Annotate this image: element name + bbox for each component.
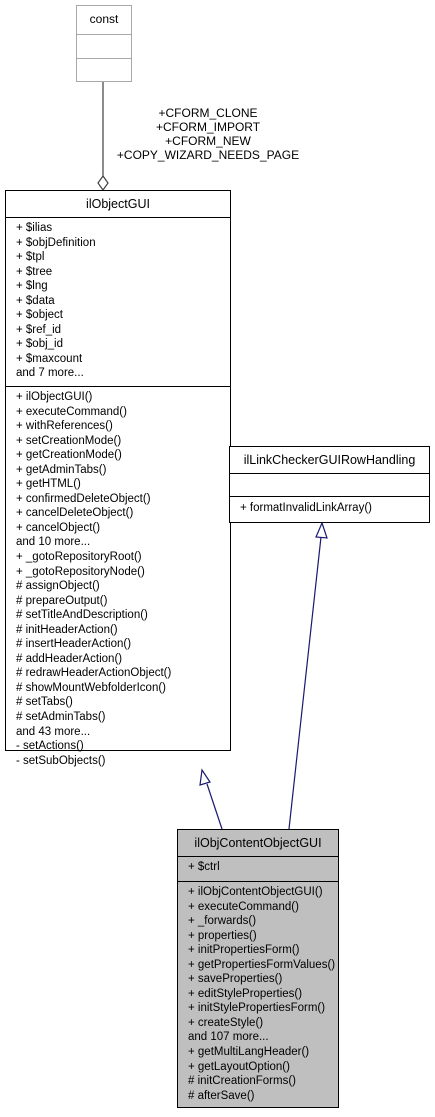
method: + _gotoRepositoryNode() (16, 565, 145, 578)
method: + getCreationMode() (16, 449, 122, 462)
class-methods: + formatInvalidLinkArray() (230, 497, 429, 520)
method: - setSubObjects() (16, 754, 106, 767)
attribute: + $obj_id (16, 338, 63, 351)
method: + ilObjectGUI() (16, 391, 93, 403)
method-more: and 43 more... (16, 725, 91, 738)
inheritance-arrow-linkchecker (315, 521, 328, 539)
method: + confirmedDeleteObject() (16, 492, 151, 505)
class-attributes-empty (77, 35, 131, 59)
method: + executeCommand() (16, 405, 127, 418)
method: # setAdminTabs() (16, 711, 106, 724)
method: + getPropertiesFormValues() (188, 958, 336, 971)
class-title: ilLinkCheckerGUIRowHandling (230, 447, 429, 474)
class-methods-empty (77, 59, 131, 81)
class-box-illinkcheckerguirowhandling[interactable]: ilLinkCheckerGUIRowHandling + formatInva… (229, 446, 430, 523)
method: + _gotoRepositoryRoot() (16, 551, 142, 564)
method: + setCreationMode() (16, 434, 122, 447)
attribute: + $lng (16, 280, 48, 293)
inheritance-line-objectgui (206, 783, 223, 830)
method: + initStylePropertiesForm() (188, 1002, 326, 1015)
method: + withReferences() (16, 420, 113, 433)
method: # assignObject() (16, 580, 100, 593)
attribute: + $ctrl (188, 861, 220, 873)
method-more: and 107 more... (188, 1031, 269, 1044)
class-methods: + ilObjContentObjectGUI() + executeComma… (178, 882, 338, 1107)
method: - setActions() (16, 740, 84, 753)
method: + getLayoutOption() (188, 1060, 290, 1073)
attribute: + $ref_id (16, 323, 62, 336)
inheritance-line-linkchecker (288, 536, 322, 830)
method: + saveProperties() (188, 973, 283, 986)
class-attributes: + $ctrl (178, 857, 338, 882)
method: + cancelObject() (16, 521, 101, 534)
method: + editStyleProperties() (188, 987, 303, 1000)
method-more: and 10 more... (16, 536, 91, 549)
method: + initPropertiesForm() (188, 944, 300, 957)
method: + formatInvalidLinkArray() (240, 502, 372, 514)
attribute: + $objDefinition (16, 236, 96, 249)
composition-edge-label: +CFORM_CLONE +CFORM_IMPORT +CFORM_NEW +C… (104, 106, 312, 162)
method: + _forwards() (188, 915, 257, 928)
method: # addHeaderAction() (16, 652, 123, 665)
class-box-ilobjectgui[interactable]: ilObjectGUI + $ilias + $objDefinition + … (5, 190, 231, 767)
attribute: + $object (16, 309, 63, 322)
method: + executeCommand() (188, 900, 299, 913)
method: # setTabs() (16, 696, 73, 709)
edge-label-line: +CFORM_NEW (165, 134, 251, 148)
attribute: + $ilias (16, 222, 53, 234)
class-attributes: + $ilias + $objDefinition + $tpl + $tree… (6, 218, 230, 387)
class-box-ilobjcontentobjectgui[interactable]: ilObjContentObjectGUI + $ctrl + ilObjCon… (177, 829, 339, 1108)
method: + cancelDeleteObject() (16, 507, 134, 520)
inheritance-arrow-objectgui (199, 768, 211, 786)
class-box-const[interactable]: const (76, 5, 132, 82)
method: + properties() (188, 929, 257, 942)
method: + getMultiLangHeader() (188, 1046, 310, 1059)
method: + createStyle() (188, 1016, 264, 1029)
method: + ilObjContentObjectGUI() (188, 886, 323, 898)
method: + getAdminTabs() (16, 463, 107, 476)
attribute-more: and 7 more... (16, 367, 84, 380)
edge-label-line: +COPY_WIZARD_NEEDS_PAGE (116, 148, 300, 162)
attribute: + $tpl (16, 251, 45, 264)
edge-label-line: +CFORM_IMPORT (155, 120, 261, 134)
attribute: + $data (16, 294, 55, 307)
edge-label-line: +CFORM_CLONE (158, 106, 258, 120)
attribute: + $maxcount (16, 352, 83, 365)
attribute: + $tree (16, 265, 53, 278)
method: # insertHeaderAction() (16, 638, 132, 651)
method: # afterSave() (188, 1089, 255, 1102)
class-title: ilObjectGUI (6, 191, 230, 218)
class-title: const (77, 6, 131, 35)
class-title: ilObjContentObjectGUI (178, 830, 338, 857)
method: # showMountWebfolderIcon() (16, 681, 166, 694)
class-methods: + ilObjectGUI() + executeCommand() + wit… (6, 387, 230, 772)
method: # setTitleAndDescription() (16, 609, 148, 622)
class-attributes-empty (230, 474, 429, 497)
method: # initCreationForms() (188, 1075, 296, 1088)
composition-diamond (97, 174, 109, 192)
method: + getHTML() (16, 478, 81, 491)
method: # prepareOutput() (16, 594, 108, 607)
method: # redrawHeaderActionObject() (16, 667, 172, 680)
method: # initHeaderAction() (16, 623, 118, 636)
